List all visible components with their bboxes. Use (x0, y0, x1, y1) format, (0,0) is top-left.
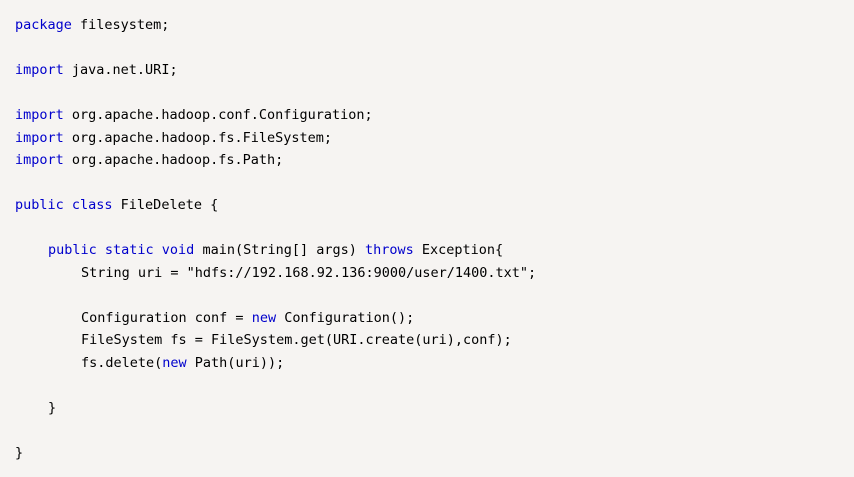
code-line-method-close: } (15, 397, 854, 420)
code-line-uri-string: String uri = "hdfs://192.168.92.136:9000… (15, 262, 854, 285)
code-line-filesystem-get: FileSystem fs = FileSystem.get(URI.creat… (15, 329, 854, 352)
keyword-import: import (15, 152, 64, 168)
keyword-import: import (15, 129, 64, 146)
statement-text: FileSystem fs = FileSystem.get(URI.creat… (81, 332, 512, 348)
import-path: org.apache.hadoop.fs.FileSystem; (63, 129, 332, 146)
code-line-delete-call: fs.delete(new Path(uri)); (15, 352, 854, 375)
keyword-new: new (251, 309, 277, 326)
keyword-public-static-void: public static void (48, 242, 195, 258)
closing-brace: } (48, 399, 57, 416)
keyword-import: import (15, 107, 64, 123)
statement-text: String uri = "hdfs://192.168.92.136:9000… (81, 264, 537, 281)
code-line-blank (15, 284, 854, 307)
import-path: org.apache.hadoop.fs.Path; (63, 152, 284, 168)
code-line-import-uri: import java.net.URI; (15, 59, 854, 82)
import-path: java.net.URI; (63, 62, 178, 78)
keyword-package: package (15, 17, 72, 33)
class-name: FileDelete { (112, 197, 219, 213)
code-line-blank (15, 419, 854, 442)
code-line-blank (15, 172, 854, 195)
keyword-new: new (162, 354, 187, 371)
code-line-blank (15, 82, 854, 105)
closing-brace: } (15, 444, 24, 461)
keyword-public-class: public class (15, 197, 113, 213)
import-path: org.apache.hadoop.conf.Configuration; (63, 107, 373, 123)
statement-text: Configuration conf = (81, 309, 252, 326)
code-line-import-configuration: import org.apache.hadoop.conf.Configurat… (15, 104, 854, 127)
code-line-import-filesystem: import org.apache.hadoop.fs.FileSystem; (15, 127, 854, 150)
keyword-import: import (15, 62, 64, 78)
method-signature: main(String[] args) (194, 242, 365, 258)
code-line-package: package filesystem; (15, 14, 854, 37)
code-line-blank (15, 374, 854, 397)
code-line-class-declaration: public class FileDelete { (15, 194, 854, 217)
code-line-main-method: public static void main(String[] args) t… (15, 239, 854, 262)
code-line-configuration: Configuration conf = new Configuration()… (15, 307, 854, 330)
code-line-blank (15, 37, 854, 60)
statement-text: Path(uri)); (186, 354, 285, 371)
exception-type: Exception{ (413, 242, 504, 258)
code-line-import-path: import org.apache.hadoop.fs.Path; (15, 149, 854, 172)
code-line-blank (15, 217, 854, 240)
statement-text: fs.delete( (81, 354, 163, 371)
statement-text: Configuration(); (276, 309, 415, 326)
package-name: filesystem; (71, 17, 170, 33)
keyword-throws: throws (365, 242, 414, 258)
code-line-class-close: } (15, 442, 854, 465)
